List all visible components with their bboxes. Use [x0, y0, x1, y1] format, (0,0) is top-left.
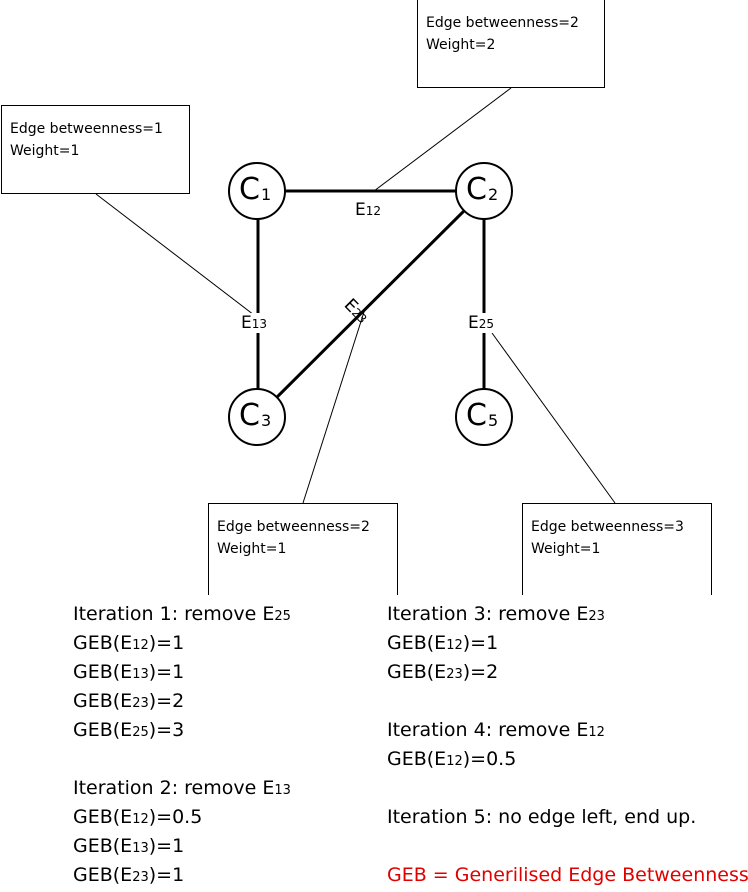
- node-c1: C 1: [228, 162, 286, 220]
- node-label: C: [239, 172, 260, 207]
- geb-line: GEB(E25)=3: [73, 719, 185, 741]
- edge-label-sub: 13: [251, 317, 268, 331]
- geb-line: GEB(E12)=0.5: [73, 806, 203, 828]
- callout-line-e13: [95, 193, 259, 319]
- geb-line: GEB(E13)=1: [73, 835, 185, 857]
- geb-line: GEB(E23)=1: [73, 864, 185, 886]
- edge-label-main: E: [355, 200, 366, 220]
- iteration-2-heading: Iteration 2: remove E13: [73, 777, 291, 799]
- callout-text: Edge betweenness=1: [10, 121, 163, 137]
- iterations-left: Iteration 1: remove E25 GEB(E12)=1 GEB(E…: [73, 600, 291, 890]
- callout-text: Weight=1: [531, 541, 601, 557]
- callout-box-e12: Edge betweenness=2 Weight=2: [417, 0, 605, 88]
- callout-line-e23: [302, 311, 365, 504]
- node-c3: C 3: [228, 388, 286, 446]
- edge-label-sub: 25: [478, 317, 495, 331]
- node-subscript: 1: [261, 185, 272, 204]
- callout-text: Edge betweenness=2: [426, 15, 579, 31]
- geb-legend: GEB = Generilised Edge Betweenness: [387, 864, 748, 886]
- iteration-4-heading: Iteration 4: remove E12: [387, 719, 605, 741]
- callout-text: Edge betweenness=3: [531, 519, 684, 535]
- geb-line: GEB(E23)=2: [73, 690, 185, 712]
- geb-line: GEB(E12)=0.5: [387, 748, 517, 770]
- callout-text: Weight=1: [10, 143, 80, 159]
- iteration-1-heading: Iteration 1: remove E25: [73, 603, 291, 625]
- edge-label-e13: E13: [241, 313, 268, 333]
- geb-line: GEB(E23)=2: [387, 661, 499, 683]
- node-c5: C 5: [455, 388, 513, 446]
- iterations-right: Iteration 3: remove E23 GEB(E12)=1 GEB(E…: [387, 600, 748, 890]
- edge-label-e25: E25: [468, 313, 495, 333]
- geb-line: GEB(E12)=1: [387, 632, 499, 654]
- iteration-3-heading: Iteration 3: remove E23: [387, 603, 605, 625]
- iteration-5-text: Iteration 5: no edge left, end up.: [387, 806, 697, 828]
- callout-text: Edge betweenness=2: [217, 519, 370, 535]
- callout-line-e12: [373, 87, 512, 192]
- node-label: C: [239, 398, 260, 433]
- edge-label-e12: E12: [355, 200, 381, 220]
- geb-line: GEB(E13)=1: [73, 661, 185, 683]
- node-label: C: [466, 172, 487, 207]
- node-c2: C 2: [455, 162, 513, 220]
- node-subscript: 2: [488, 185, 499, 204]
- callout-box-e23: Edge betweenness=2 Weight=1: [208, 503, 398, 595]
- edge-label-sub: 12: [365, 204, 382, 218]
- callout-line-e25: [491, 332, 616, 504]
- edge-label-main: E: [468, 313, 479, 333]
- node-label: C: [466, 398, 487, 433]
- callout-box-e25: Edge betweenness=3 Weight=1: [522, 503, 712, 595]
- callout-box-e13: Edge betweenness=1 Weight=1: [1, 105, 190, 194]
- geb-line: GEB(E12)=1: [73, 632, 185, 654]
- node-subscript: 3: [261, 411, 272, 430]
- callout-text: Weight=1: [217, 541, 287, 557]
- edge-label-main: E: [241, 313, 252, 333]
- edge-e23: [256, 189, 486, 418]
- node-subscript: 5: [488, 411, 499, 430]
- callout-text: Weight=2: [426, 37, 496, 53]
